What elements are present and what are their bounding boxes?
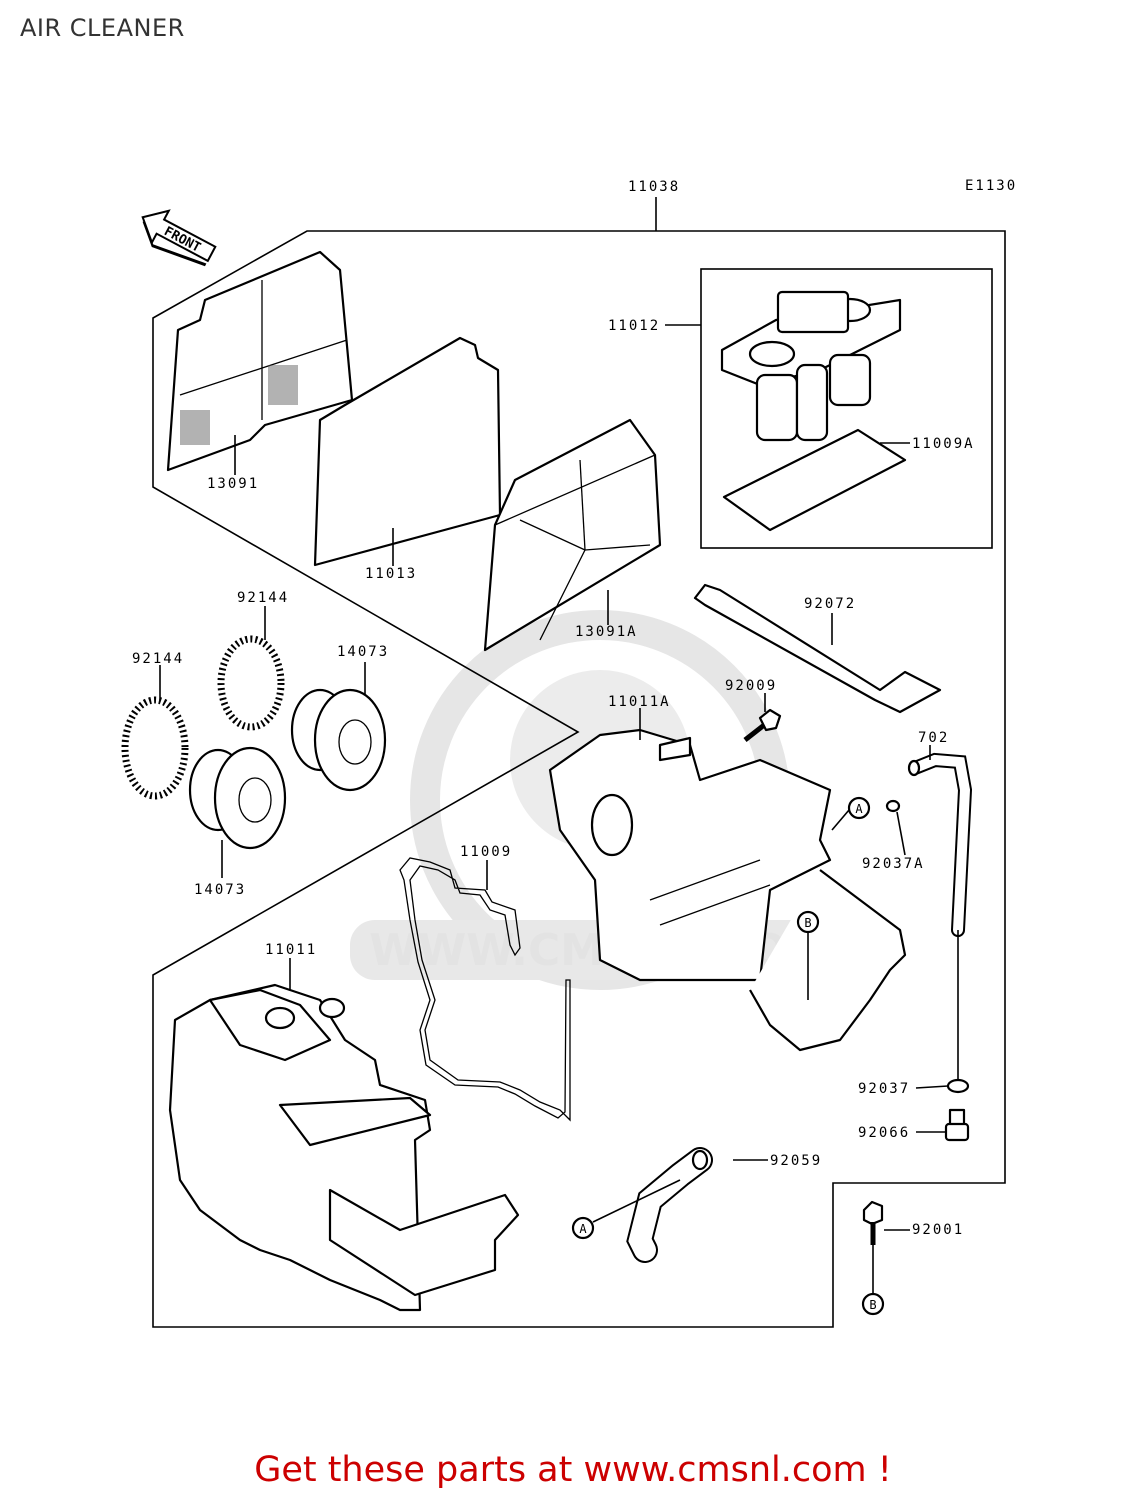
front-arrow-icon: FRONT: [141, 209, 217, 267]
label-11012: 11012: [608, 318, 660, 334]
part-92144-spring-left: [121, 696, 189, 800]
promo-link[interactable]: Get these parts at www.cmsnl.com !: [254, 1450, 892, 1490]
ref-marker-b1-label: B: [804, 916, 811, 930]
label-11011A: 11011A: [608, 694, 671, 710]
label-11038: 11038: [628, 179, 680, 195]
diagram-code: E1130: [965, 178, 1017, 194]
part-92037-clamp: [946, 1078, 970, 1094]
part-14073-cap-lower: [188, 746, 287, 850]
part-92037A-clamp: [885, 799, 901, 813]
label-13091: 13091: [207, 476, 259, 492]
label-92037: 92037: [858, 1081, 910, 1097]
promo-banner[interactable]: Get these parts at www.cmsnl.com !: [0, 1450, 1146, 1490]
part-11012-valve: [720, 290, 902, 442]
label-92001: 92001: [912, 1222, 964, 1238]
assembly-outline: [152, 230, 1006, 1328]
label-11009: 11009: [460, 844, 512, 860]
label-14073-lower: 14073: [194, 882, 246, 898]
ref-marker-a2-label: A: [579, 1222, 587, 1236]
part-92001-bolt: [862, 1200, 884, 1245]
label-92144-left: 92144: [132, 651, 184, 667]
exploded-parts-diagram: WWW.CMSNL.COM E1130 FRONT 11038 11012 11…: [121, 178, 1017, 1328]
label-92037A: 92037A: [862, 856, 925, 872]
part-11011A-case-upper: [548, 728, 907, 1052]
part-702-hose: [907, 752, 973, 937]
part-11009-gasket: [399, 857, 571, 1122]
label-92059: 92059: [770, 1153, 822, 1169]
label-702: 702: [918, 730, 949, 746]
label-14073-upper: 14073: [337, 644, 389, 660]
label-11011: 11011: [265, 942, 317, 958]
ref-marker-b2: [861, 1292, 885, 1316]
label-11013: 11013: [365, 566, 417, 582]
label-92072: 92072: [804, 596, 856, 612]
part-92144-spring-right: [217, 635, 285, 731]
page-title: AIR CLEANER: [20, 14, 185, 42]
part-92009-bolt: [743, 708, 782, 742]
label-13091A: 13091A: [575, 624, 638, 640]
label-11009A: 11009A: [912, 436, 975, 452]
label-92066: 92066: [858, 1125, 910, 1141]
ref-marker-a2: [571, 1216, 595, 1240]
part-92066-fitting: [944, 1108, 970, 1142]
part-11013-filter: [313, 336, 502, 567]
part-92059-hose: [626, 1147, 713, 1263]
ref-marker-b2-label: B: [869, 1298, 876, 1312]
ref-marker-a1: [847, 796, 871, 820]
part-11011-case-lower: [168, 983, 520, 1312]
label-92144-right: 92144: [237, 590, 289, 606]
part-11009A-gasket: [722, 428, 907, 532]
label-92009: 92009: [725, 678, 777, 694]
part-13091-screen: [166, 250, 354, 472]
part-92072-strap: [693, 583, 942, 714]
ref-marker-a1-label: A: [855, 802, 863, 816]
part-14073-cap-upper: [290, 688, 387, 792]
inset-box-11012: [700, 268, 993, 549]
part-13091A-frame: [483, 418, 662, 652]
